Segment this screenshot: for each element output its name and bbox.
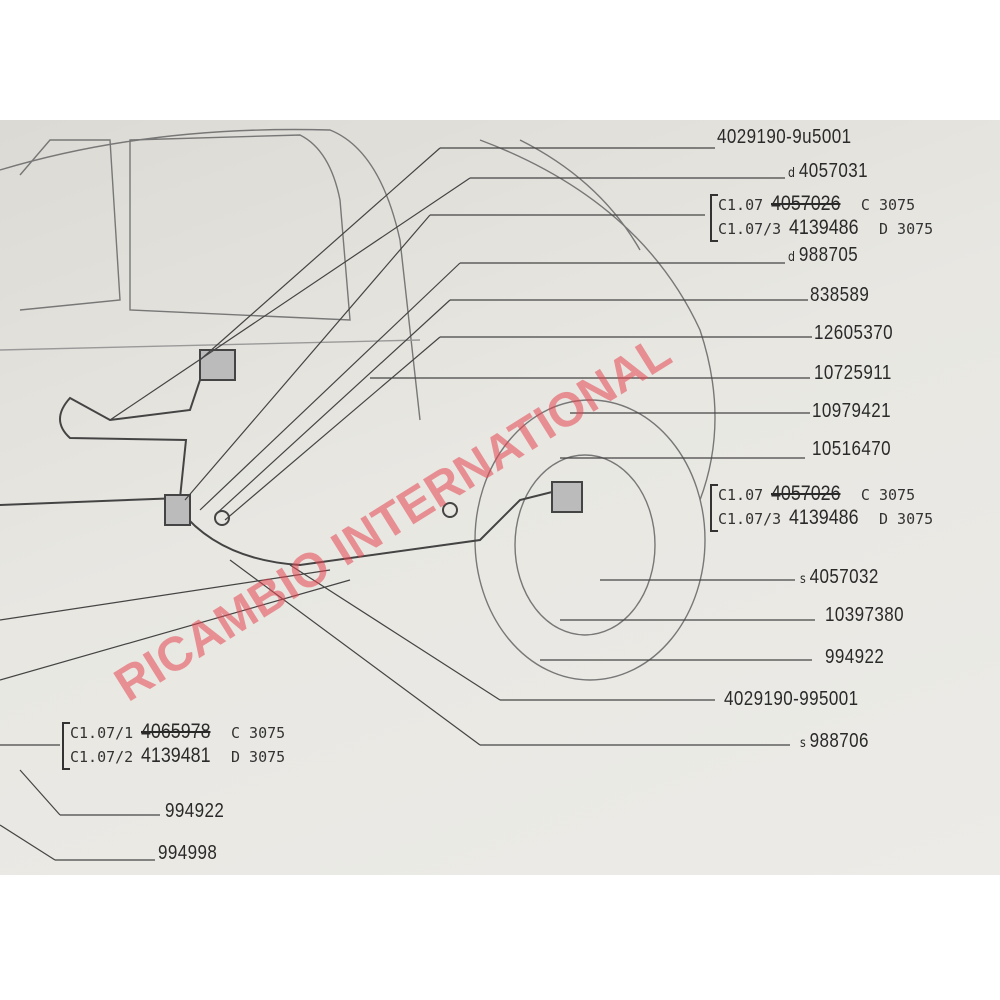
- part-number: 4139486: [789, 506, 859, 529]
- catalog-code: C1.07/1: [70, 724, 134, 742]
- bracket: [62, 722, 70, 770]
- variant: C 3075: [230, 724, 286, 742]
- superseded-part-number: 4057026: [771, 482, 841, 505]
- part-number: 4057031: [798, 160, 869, 182]
- catalog-code: C1.07/3: [718, 220, 782, 238]
- variant: D 3075: [878, 510, 934, 528]
- label-prefix: s: [800, 736, 807, 751]
- variant: D 3075: [878, 220, 934, 238]
- part-number: 988705: [798, 244, 859, 266]
- variant: C 3075: [860, 486, 916, 504]
- part-number: 4139481: [141, 744, 211, 767]
- variant: D 3075: [230, 748, 286, 766]
- part-label: 4029190-9u5001: [717, 126, 852, 148]
- superseded-part-number: 4065978: [141, 720, 211, 743]
- part-label: 10979421: [812, 400, 892, 422]
- part-label: 994922: [165, 800, 225, 822]
- catalog-code: C1.07: [718, 196, 764, 214]
- bracket: [710, 484, 718, 532]
- label-prefix: d: [788, 166, 796, 181]
- part-label: 10397380: [825, 604, 905, 626]
- bracket: [710, 194, 718, 242]
- part-number: 4139486: [789, 216, 859, 239]
- part-number: 988706: [809, 730, 869, 752]
- part-group: C1.07 4057026 C 3075 C1.07/3 4139486 D 3075: [710, 192, 934, 242]
- part-label: 10725911: [814, 362, 892, 384]
- superseded-part-number: 4057026: [771, 192, 841, 215]
- part-group: C1.07 4057026 C 3075 C1.07/3 4139486 D 3075: [710, 482, 934, 532]
- part-label: 838589: [810, 284, 870, 306]
- label-prefix: s: [800, 572, 807, 587]
- variant: C 3075: [860, 196, 916, 214]
- part-label: 4029190-995001: [724, 688, 859, 710]
- car-body-outline: [0, 128, 716, 681]
- part-label: 994922: [825, 646, 885, 668]
- leader-lines: [0, 147, 815, 861]
- catalog-code: C1.07/3: [718, 510, 782, 528]
- part-label: 12605370: [814, 322, 894, 344]
- part-label: 994998: [158, 842, 218, 864]
- part-number: 4057032: [809, 566, 879, 588]
- part-group: C1.07/1 4065978 C 3075 C1.07/2 4139481 D 307…: [62, 720, 286, 770]
- catalog-code: C1.07/2: [70, 748, 134, 766]
- catalog-code: C1.07: [718, 486, 764, 504]
- part-label: 10516470: [812, 438, 892, 460]
- label-prefix: d: [788, 250, 796, 265]
